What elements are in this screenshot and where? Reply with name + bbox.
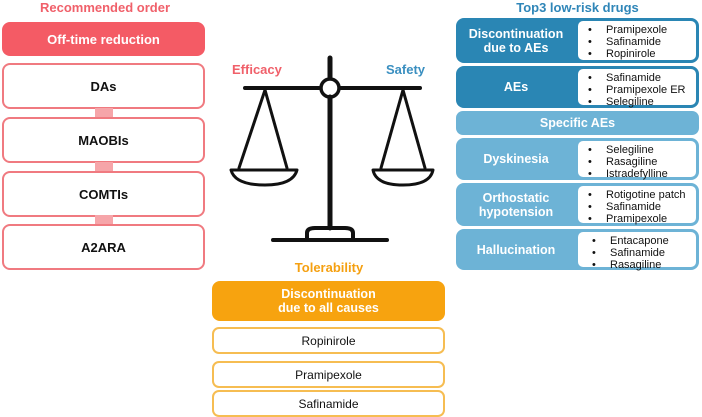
drug-name: Istradefylline	[606, 168, 668, 180]
drug-name: Safinamide	[606, 72, 662, 84]
bullet: •	[588, 201, 592, 213]
header-line: Discontinuation	[281, 287, 376, 301]
drug-name: Pramipexole ER	[606, 84, 686, 96]
list-item: • Entacapone	[592, 235, 692, 247]
tolerability-drug-item: Safinamide	[212, 390, 445, 417]
bullet: •	[588, 96, 592, 108]
list-item: • Safinamide	[588, 201, 692, 213]
drug-name: Safinamide	[606, 201, 662, 213]
list-item: • Pramipexole ER	[588, 84, 692, 96]
specific-aes-header: Specific AEs	[456, 111, 699, 135]
drug-name: Safinamide	[606, 36, 662, 48]
bullet: •	[588, 48, 592, 60]
off-time-reduction-header: Off-time reduction	[2, 22, 205, 56]
bullet: •	[588, 156, 592, 168]
drug-name: Ropinirole	[606, 48, 656, 60]
recommended-order-title: Recommended order	[39, 0, 171, 15]
aes-drug-list: • Safinamide • Pramipexole ER • Selegiline	[578, 69, 696, 108]
list-item: • Ropinirole	[588, 48, 692, 60]
bullet: •	[588, 72, 592, 84]
bullet: •	[592, 235, 596, 247]
bullet: •	[588, 189, 592, 201]
drug-name: Safinamide	[610, 247, 666, 259]
drug-name: Rasagiline	[610, 259, 662, 271]
list-item: • Pramipexole	[588, 213, 692, 225]
drug-name: Pramipexole	[606, 213, 668, 225]
header-line: due to all causes	[278, 301, 379, 315]
label-line: hypotension	[478, 204, 554, 219]
list-item: • Rasagiline	[592, 259, 692, 271]
dyskinesia-label: Dyskinesia	[483, 152, 549, 166]
bullet: •	[588, 84, 592, 96]
hallucination-drug-list: • Entacapone • Safinamide • Rasagiline	[578, 232, 696, 271]
list-item: • Selegiline	[588, 96, 692, 108]
bullet: •	[592, 259, 596, 271]
hallucination-label: Hallucination	[476, 242, 556, 257]
balance-scale-icon	[229, 55, 435, 242]
tolerability-label: Tolerability	[294, 260, 364, 275]
label-line: due to AEs	[483, 40, 549, 55]
tolerability-drug-item: Pramipexole	[212, 361, 445, 388]
order-item-das: DAs	[2, 63, 205, 109]
list-item: • Rasagiline	[588, 156, 692, 168]
bullet: •	[592, 247, 596, 259]
list-item: • Pramipexole	[588, 24, 692, 36]
drug-name: Selegiline	[606, 96, 654, 108]
tolerability-drug-item: Ropinirole	[212, 327, 445, 354]
list-item: • Istradefylline	[588, 168, 692, 180]
orthostatic-hypotension-drug-list: • Rotigotine patch • Safinamide • Pramipexo…	[578, 186, 696, 225]
safety-label: Safety	[386, 62, 426, 77]
bullet: •	[588, 24, 592, 36]
drug-name: Rotigotine patch	[606, 189, 686, 201]
efficacy-label: Efficacy	[232, 62, 282, 77]
bullet: •	[588, 168, 592, 180]
order-item-a2ara: A2ARA	[2, 224, 205, 270]
bullet: •	[588, 213, 592, 225]
drug-name: Selegiline	[606, 144, 654, 156]
label-line: Discontinuation	[468, 26, 564, 41]
drug-name: Rasagiline	[606, 156, 658, 168]
discontinuation-aes-drug-list: • Pramipexole • Safinamide • Ropinirole	[578, 21, 696, 60]
dyskinesia-drug-list: • Selegiline • Rasagiline • Istradefylline	[578, 141, 696, 180]
drug-name: Entacapone	[610, 235, 669, 247]
top3-low-risk-title: Top3 low-risk drugs	[516, 0, 639, 15]
list-item: • Safinamide	[588, 72, 692, 84]
list-item: • Rotigotine patch	[588, 189, 692, 201]
list-item: • Selegiline	[588, 144, 692, 156]
list-item: • Safinamide	[588, 36, 692, 48]
label-line: Orthostatic	[482, 190, 550, 205]
drug-name: Pramipexole	[606, 24, 668, 36]
bullet: •	[588, 36, 592, 48]
list-item: • Safinamide	[592, 247, 692, 259]
order-item-comtis: COMTIs	[2, 171, 205, 217]
order-item-maobis: MAOBIs	[2, 117, 205, 163]
aes-label: AEs	[503, 80, 529, 94]
bullet: •	[588, 144, 592, 156]
